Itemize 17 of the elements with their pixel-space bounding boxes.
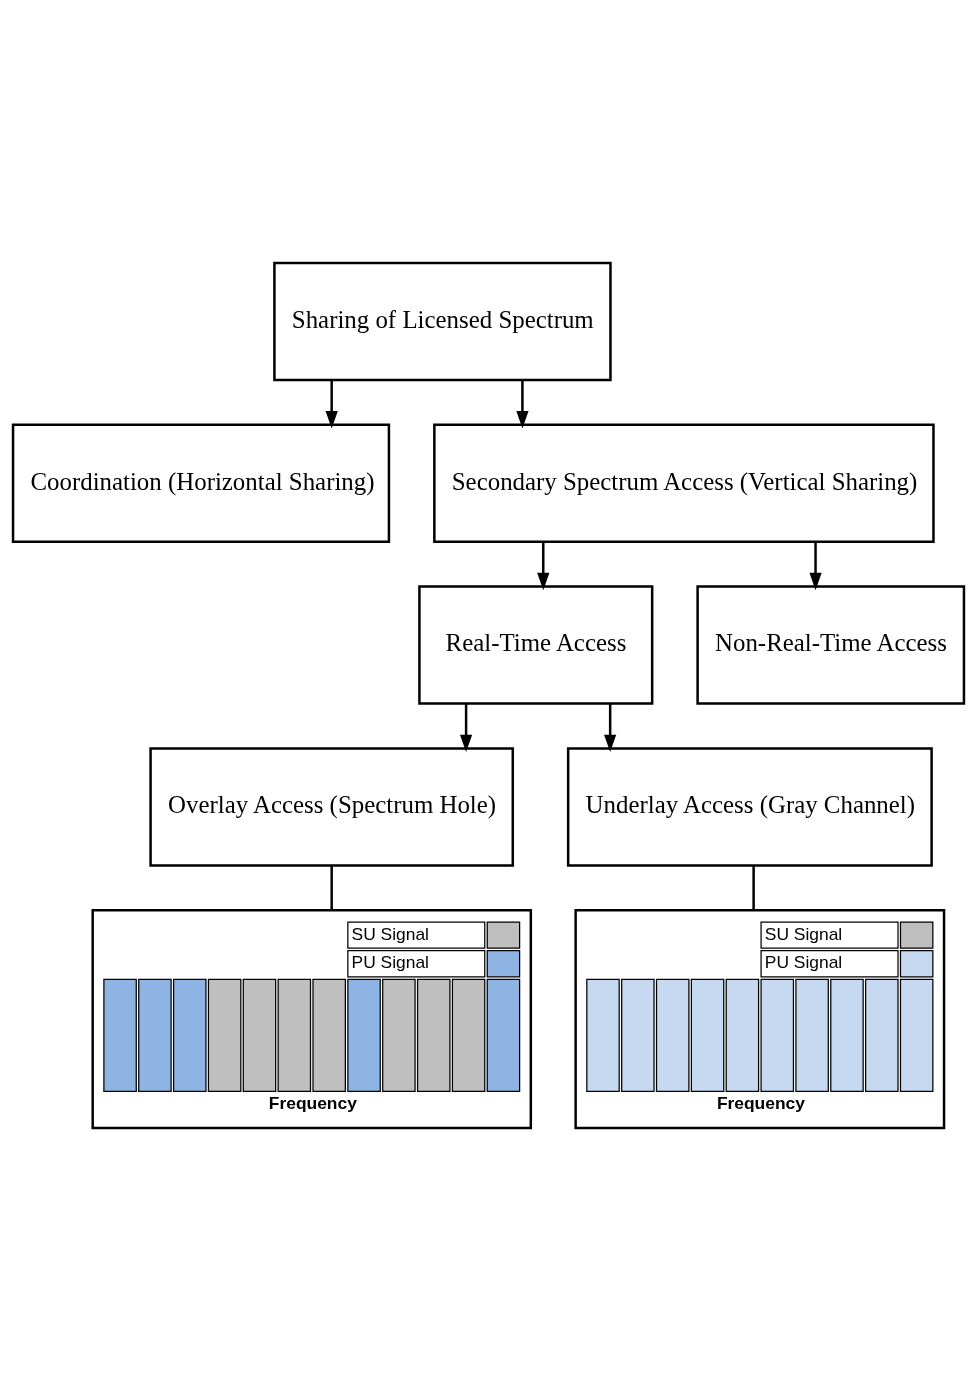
arrow: [537, 542, 550, 591]
arrow: [460, 703, 473, 753]
node-box: SU Signal PU Signal Frequency: [91, 908, 533, 1130]
node-box: Overlay Access (Spectrum Hole): [149, 747, 514, 867]
node-box: Coordination (Horizontal Sharing): [11, 423, 391, 544]
node-box: Real-Time Access: [418, 585, 654, 705]
arrow: [325, 380, 338, 429]
connector: [330, 865, 333, 910]
node-box: Secondary Spectrum Access (Vertical Sharing): [433, 423, 935, 544]
node-box: Underlay Access (Gray Channel): [566, 747, 933, 867]
arrow: [604, 703, 617, 753]
node-box: Sharing of Licensed Spectrum: [273, 261, 612, 382]
node-box: SU Signal PU Signal Frequency: [574, 908, 946, 1130]
connector: [752, 865, 755, 910]
arrow: [809, 542, 822, 591]
arrow: [516, 380, 529, 429]
node-box: Non-Real-Time Access: [696, 585, 966, 705]
